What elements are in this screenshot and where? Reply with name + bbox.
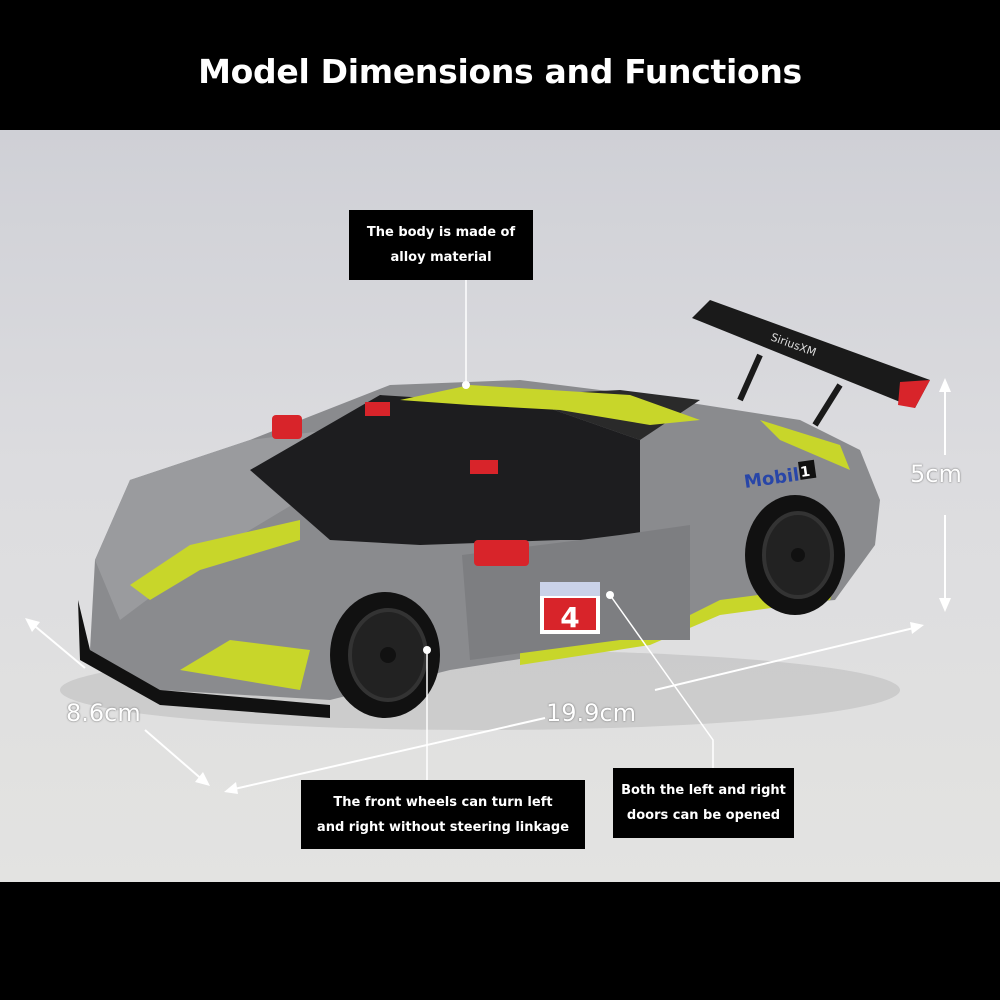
callout-text: Both the left and right (621, 783, 786, 798)
dimension-width: 8.6cm (66, 699, 141, 727)
header-band (0, 0, 1000, 130)
car-number: 4 (560, 601, 579, 634)
rear-wing (692, 300, 930, 408)
dimension-length: 19.9cm (546, 699, 637, 727)
hood-stripe (130, 520, 300, 600)
dimension-lines (29, 385, 946, 791)
rear-wheel (745, 495, 845, 615)
callout-text: doors can be opened (626, 808, 781, 823)
page-title: Model Dimensions and Functions (198, 52, 802, 91)
front-wheel (330, 592, 440, 718)
dimension-height: 5cm (910, 460, 962, 488)
callout-front-wheels: The front wheels can turn left and right… (301, 780, 585, 849)
sponsor-number: 1 (799, 464, 811, 481)
callout-text: alloy material (390, 250, 492, 265)
callout-text: and right without steering linkage (316, 819, 570, 835)
callout-body-material: The body is made of alloy material (349, 210, 533, 280)
mirror (474, 540, 529, 566)
callout-text: The front wheels can turn left (333, 794, 553, 810)
callout-text: The body is made of (366, 225, 516, 240)
callout-doors: Both the left and right doors can be ope… (613, 768, 794, 838)
footer-band (0, 882, 1000, 1000)
callout-lines (426, 280, 714, 780)
